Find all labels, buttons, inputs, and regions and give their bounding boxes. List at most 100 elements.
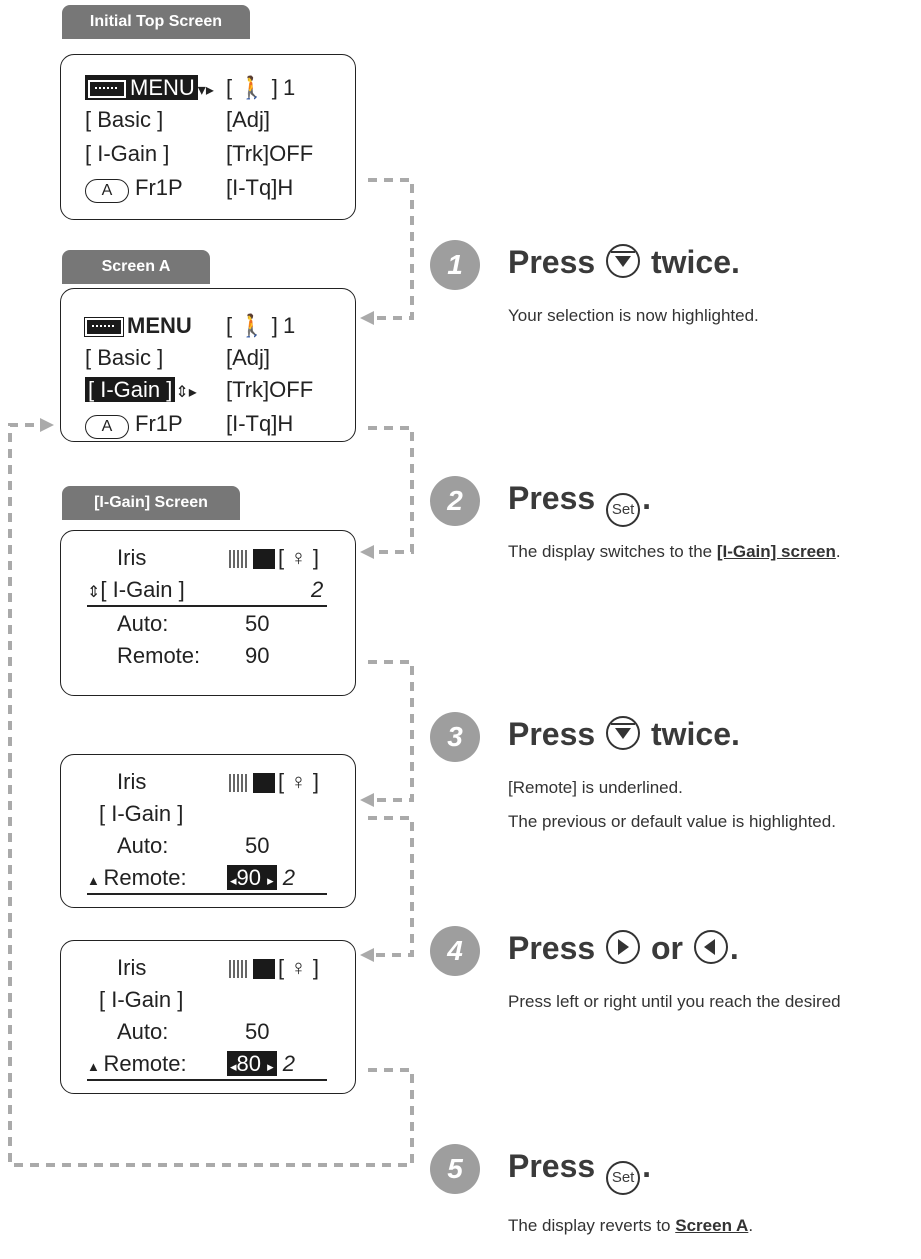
step-3-press: Press [508,716,596,752]
connector-1 [368,178,414,320]
updown-arrow-icon: ⇕▸ [175,384,197,401]
down-button-icon [606,244,641,278]
remote-value-box: ◂80 ▸ 2 [227,1051,295,1080]
basic-label: [ Basic ] [85,345,164,370]
set-button-icon: Set [606,1161,641,1195]
page-number: 1 [283,75,296,100]
igain-screen-link[interactable]: [I-Gain] screen [716,542,836,561]
status-icons: [ ♀ ] [229,955,319,981]
adj-label: [Adj] [226,107,271,132]
auto-label: Auto: [117,1019,169,1044]
menu-icon [84,317,124,338]
remote-value-highlight: ◂80 ▸ [227,1051,277,1076]
lcd-step3: Iris [ ♀ ] [ I-Gain ] Auto: 50 ▲ Remote:… [60,754,356,908]
remote-value: 90 [236,865,262,890]
connector-3 [368,660,414,802]
auto-label: Auto: [117,611,169,636]
trk-label: [Trk]OFF [226,377,314,402]
gain-icon [229,550,249,569]
remote-underline [87,1079,327,1081]
step-3-suffix: twice. [650,716,740,752]
step-4-badge: 4 [430,926,480,976]
down-arrow-icon: ▾▸ [197,82,214,99]
igain-underline [87,605,327,607]
step-3-title: Press twice. [508,716,740,753]
auto-value: 50 [245,611,270,636]
step-1-desc: Your selection is now highlighted. [508,306,759,325]
remote-underline [87,893,327,895]
itq-label: [I-Tq]H [226,411,294,436]
itq-label: [I-Tq]H [226,175,294,200]
tag-screen-a: Screen A [62,250,210,284]
status-icons: [ ♀ ] [229,769,319,795]
arrow-2 [360,545,374,559]
lcd-igain: Iris [ ♀ ] ⇕[ I-Gain ] 2 Auto: 50 Remote… [60,530,356,696]
remote-value-box: ◂90 ▸ 2 [227,865,295,894]
page-icon: 2 [282,1051,296,1076]
step-3-desc: [Remote] is underlined. [508,778,683,797]
arrow-3 [360,793,374,807]
igain-row: ⇕[ I-Gain ] [87,577,185,606]
remote-row: ▲ Remote: [87,865,187,894]
step-5-badge: 5 [430,1144,480,1194]
connector-5 [8,423,414,1167]
gain-icon [229,774,249,793]
lcd-initial-top: MENU▾▸ [ 🚶 ] 1 [ Basic ] [Adj] [ I-Gain … [60,54,356,220]
step-4-suffix: . [729,930,739,966]
igain-label: [ I-Gain ] [85,141,170,166]
page-icon: 2 [311,577,324,602]
remote-value: 90 [245,643,270,668]
igain-highlight: [ I-Gain ] [85,377,176,402]
iris-label: Iris [117,769,147,794]
a-badge: A [85,179,129,203]
step-1-title: Press twice. [508,244,740,281]
focus-bracket: [ ♀ ] [278,955,319,980]
step-2-badge: 2 [430,476,480,526]
fr1p-label: Fr1P [135,411,183,436]
page-icon: 2 [282,865,296,890]
step-2-desc-post: . [835,542,841,561]
remote-label: Remote: [117,643,201,668]
down-button-icon [606,716,641,750]
arrow-5 [40,418,54,432]
menu-label: MENU [127,313,192,338]
connector-2 [368,426,414,554]
step-4-or: or [650,930,683,966]
updown-icon: ⇕ [87,584,101,601]
mode-icon [253,959,275,980]
step-4-title: Press or . [508,930,739,967]
auto-label: Auto: [117,833,169,858]
lcd-step4: Iris [ ♀ ] [ I-Gain ] Auto: 50 ▲ Remote:… [60,940,356,1094]
arrow-4 [360,948,374,962]
mode-icon [253,549,275,570]
step-2-desc-pre: The display switches to the [508,542,717,561]
step-3-badge: 3 [430,712,480,762]
menu-label: MENU [130,75,195,100]
left-button-icon [693,930,728,964]
step-1-press: Press [508,244,596,280]
mode-icon [253,773,275,794]
up-arrow-icon: ▲ [87,873,104,888]
tag-initial-top: Initial Top Screen [62,5,250,39]
step-4-desc: Press left or right until you reach the … [508,992,841,1011]
adj-label: [Adj] [226,345,271,370]
step-4-press: Press [508,930,596,966]
menu-highlight: MENU [85,75,198,100]
connector-4 [368,816,414,957]
tag-igain: [I-Gain] Screen [62,486,240,520]
step-5-press: Press [508,1148,596,1184]
iris-label: Iris [117,955,147,980]
up-arrow-icon: ▲ [87,1059,104,1074]
lcd-screen-a: MENU [ 🚶 ] 1 [ Basic ] [Adj] [ I-Gain ]⇕… [60,288,356,442]
row-igain-a: [ I-Gain ]⇕▸ [85,377,197,406]
trk-label: [Trk]OFF [226,141,314,166]
step-5-desc-pre: The display reverts to [508,1216,676,1235]
person-label: [ 🚶 ] [226,313,278,338]
screen-a-link[interactable]: Screen A [675,1216,749,1235]
step-1-badge: 1 [430,240,480,290]
iris-label: Iris [117,545,147,570]
row-menu-a: MENU [84,313,192,339]
step-2-suffix: . [642,480,651,516]
